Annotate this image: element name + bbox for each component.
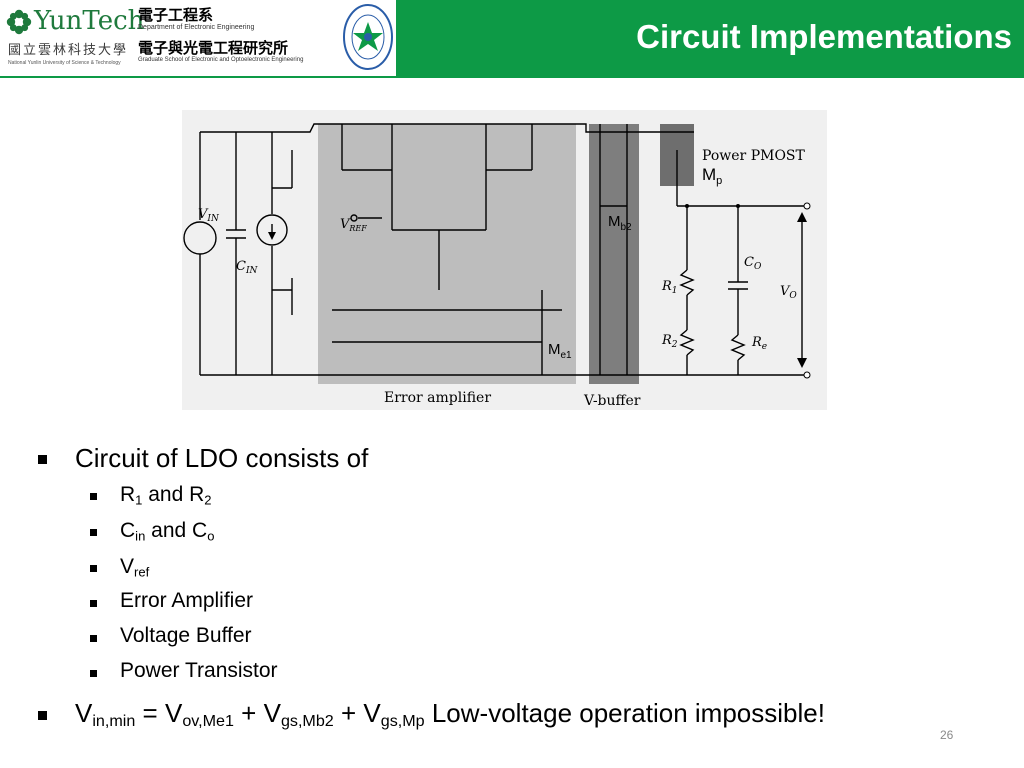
error-amplifier-block xyxy=(318,124,576,384)
svg-text:CO: CO xyxy=(744,255,762,272)
department-name-cn: 電子工程系 xyxy=(138,7,214,24)
svg-text:Mb2: Mb2 xyxy=(608,213,632,233)
bullet-vin-min-equation: Vin,min = Vov,Me1 + Vgs,Mb2 + Vgs,Mp Low… xyxy=(75,698,825,731)
yuntech-flower-icon xyxy=(6,9,32,35)
svg-text:R1: R1 xyxy=(661,279,678,296)
svg-text:Mp: Mp xyxy=(702,165,722,187)
sub-bullet-marker xyxy=(90,635,97,642)
sub-bullet-voltage-buffer: Voltage Buffer xyxy=(120,624,252,647)
page-number: 26 xyxy=(940,728,954,742)
v-buffer-block xyxy=(589,124,639,384)
svg-text:CIN: CIN xyxy=(236,259,259,276)
university-name-cn: 國立雲林科技大學 xyxy=(8,42,129,57)
sub-bullet-vref: Vref xyxy=(120,555,150,580)
bullet-marker xyxy=(38,455,47,464)
sub-bullet-marker xyxy=(90,565,97,572)
logo-panel: YunTech 國立雲林科技大學 National Yunlin Univers… xyxy=(0,0,396,76)
title-bar: Circuit Implementations xyxy=(396,0,1024,76)
university-name-en: National Yunlin University of Science & … xyxy=(8,60,121,66)
header-rule xyxy=(0,76,1024,78)
bullet-marker xyxy=(38,711,47,720)
sub-bullet-marker xyxy=(90,600,97,607)
svg-text:Power PMOST: Power PMOST xyxy=(702,148,806,164)
svg-text:VO: VO xyxy=(780,284,797,301)
yuntech-logo-text: YunTech xyxy=(34,6,145,36)
sub-bullet-marker xyxy=(90,529,97,536)
sub-bullet-marker xyxy=(90,493,97,500)
svg-text:R2: R2 xyxy=(661,333,678,350)
department-name-en: Department of Electronic Engineering xyxy=(138,24,255,31)
slide-title: Circuit Implementations xyxy=(636,18,1012,55)
svg-text:VREF: VREF xyxy=(340,217,367,233)
sub-bullet-cin-co: Cin and Co xyxy=(120,519,215,544)
svg-text:Error amplifier: Error amplifier xyxy=(384,390,491,406)
graduate-school-en: Graduate School of Electronic and Optoel… xyxy=(138,57,304,63)
svg-text:Me1: Me1 xyxy=(548,341,572,361)
department-seal-icon xyxy=(343,4,393,70)
svg-text:V-buffer: V-buffer xyxy=(583,393,641,409)
ldo-circuit-diagram: VIN CIN VREF R1 R2 CO Re VO Mb2 Me1 Mp P… xyxy=(182,110,827,410)
sub-bullet-r1-r2: R1 and R2 xyxy=(120,483,212,508)
sub-bullet-power-transistor: Power Transistor xyxy=(120,659,278,682)
svg-text:Re: Re xyxy=(751,335,767,352)
bullet-ldo-consists: Circuit of LDO consists of xyxy=(75,443,369,473)
svg-text:VIN: VIN xyxy=(198,207,220,224)
sub-bullet-error-amplifier: Error Amplifier xyxy=(120,589,254,612)
graduate-school-cn: 電子與光電工程研究所 xyxy=(138,40,289,57)
sub-bullet-marker xyxy=(90,670,97,677)
